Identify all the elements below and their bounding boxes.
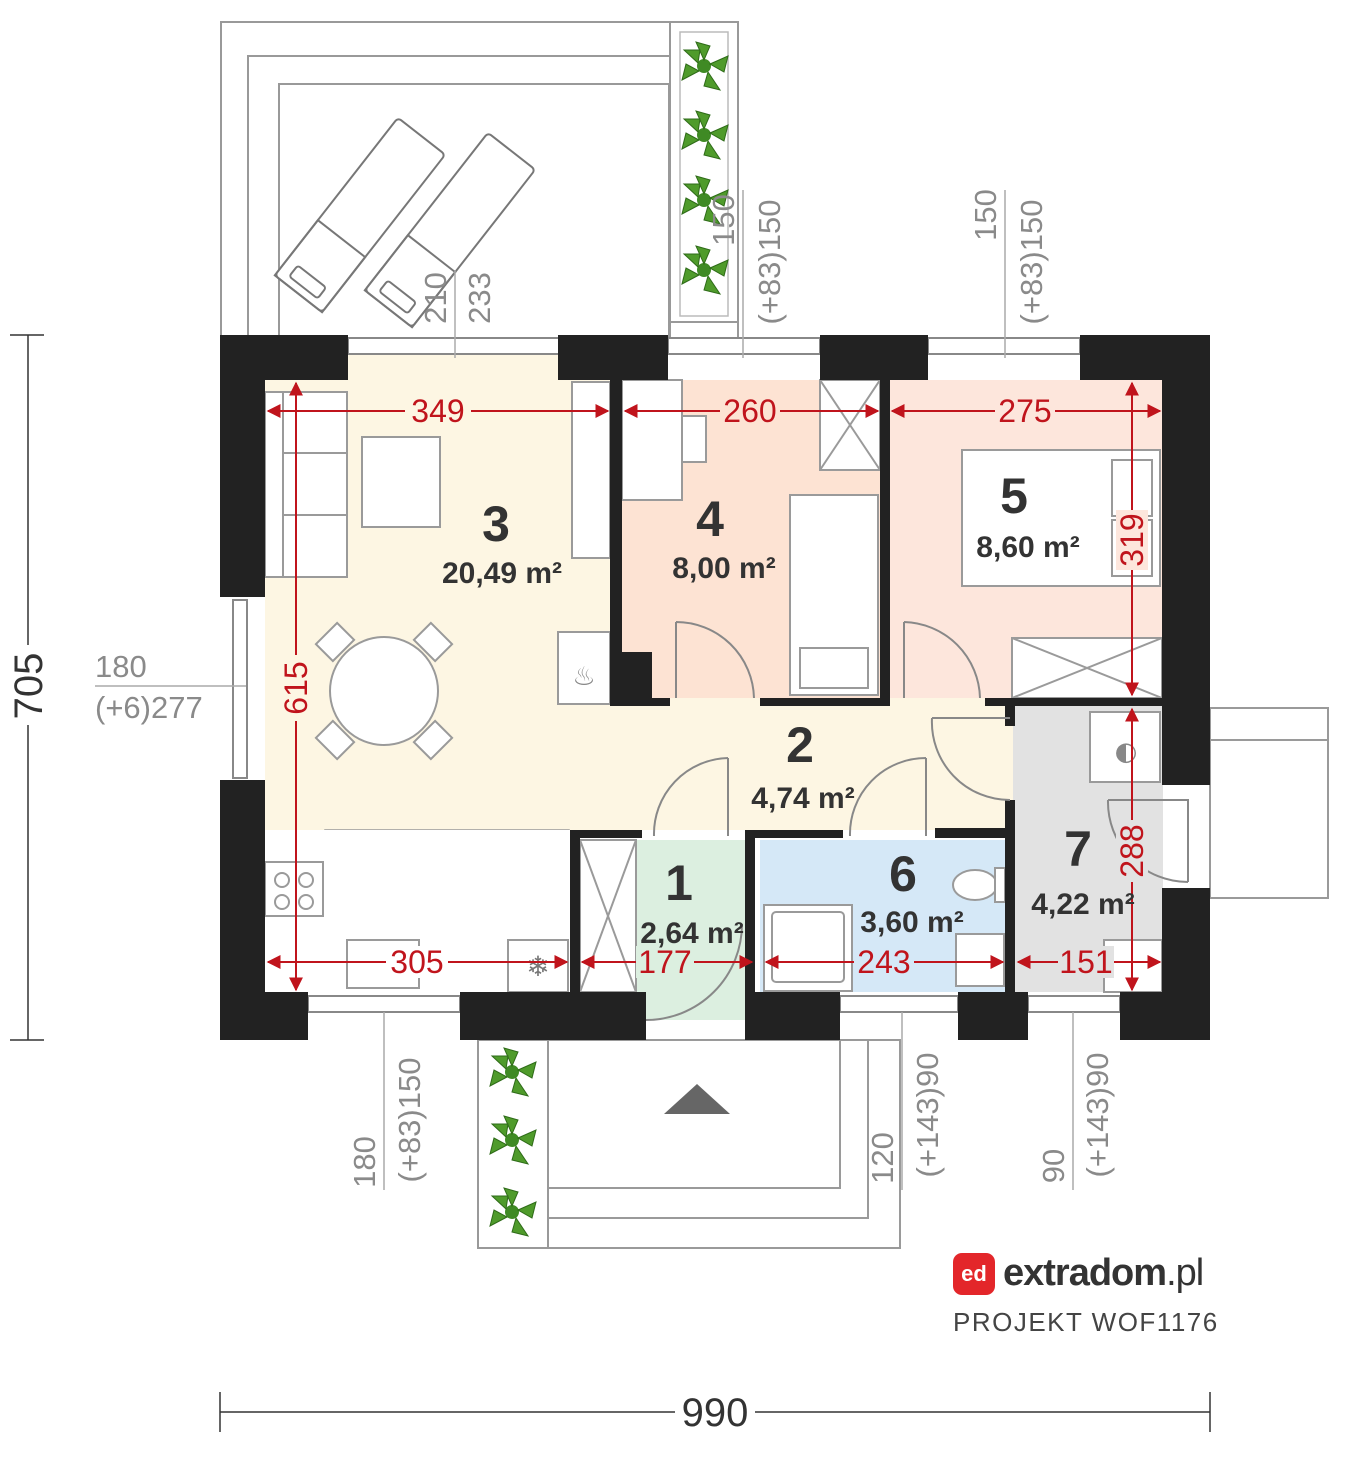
dim-room4-width: 260 — [723, 393, 776, 429]
overall-height-dim: 705 — [7, 653, 51, 720]
window-top-right-dim-a: 150 — [968, 189, 1003, 241]
room-6-number: 6 — [889, 846, 917, 902]
plant-icon — [681, 41, 729, 91]
sun-lounger-icon — [273, 118, 445, 314]
brand-name-main: extradom — [1003, 1252, 1167, 1294]
room-4-number: 4 — [696, 491, 724, 547]
dim-room7-height: 288 — [1114, 824, 1150, 877]
room-1-floor — [636, 840, 752, 1020]
window-terrace-dim-a: 210 — [418, 272, 453, 324]
extradom-logo-icon: ed — [953, 1252, 995, 1295]
dim-room1-width: 177 — [638, 944, 691, 980]
dim-room3-width: 349 — [411, 393, 464, 429]
window-dim-leaders — [95, 190, 1074, 1190]
fireplace-icon: ♨ — [572, 662, 595, 692]
window-top-mid-dim-b: (+83)150 — [752, 200, 787, 325]
dim-room6-width: 243 — [857, 944, 910, 980]
interior-walls — [570, 380, 1163, 992]
overall-width-dim: 990 — [682, 1391, 749, 1435]
room-7-number: 7 — [1064, 821, 1092, 877]
planter-bottom — [477, 1039, 549, 1249]
window-top-mid-dim-a: 150 — [706, 194, 741, 246]
window-bottom-mid-dim-b: (+143)90 — [910, 1053, 945, 1178]
brand-name-tld: .pl — [1166, 1252, 1204, 1294]
window-bottom-left-dim-a: 180 — [347, 1136, 382, 1188]
room-7-area: 4,22 m² — [1031, 888, 1134, 921]
project-code: PROJEKT WOF1176 — [953, 1307, 1219, 1337]
room-3-area: 20,49 m² — [442, 557, 562, 590]
room-1-area: 2,64 m² — [640, 917, 743, 950]
fridge-snowflake-icon: ❄ — [526, 950, 549, 983]
window-terrace-dim-b: 233 — [462, 272, 497, 324]
window-left-dim-b: (+6)277 — [95, 690, 203, 725]
boiler-flame-icon: ◐ — [1115, 737, 1138, 767]
window-bottom-right-dim-a: 90 — [1036, 1149, 1071, 1183]
window-bottom-right-dim-b: (+143)90 — [1080, 1053, 1115, 1178]
plant-icon — [489, 1047, 537, 1097]
exterior-walls — [220, 335, 1210, 1040]
window-top-right-dim-b: (+83)150 — [1014, 200, 1049, 325]
room-4-area: 8,00 m² — [672, 552, 775, 585]
room-6-area: 3,60 m² — [860, 906, 963, 939]
room-5-area: 8,60 m² — [976, 531, 1079, 564]
brand-name: extradom.pl — [1003, 1252, 1204, 1295]
overall-dim-lines — [10, 334, 1211, 1432]
dim-room5-height: 319 — [1114, 513, 1150, 566]
room-3-number: 3 — [482, 496, 510, 552]
brand-block: ed extradom.pl PROJEKT WOF1176 — [953, 1252, 1233, 1338]
window-bottom-left-dim-b: (+83)150 — [392, 1058, 427, 1183]
room-2-area: 4,74 m² — [751, 782, 854, 815]
dim-room3-height: 615 — [278, 661, 314, 714]
planter-top — [669, 21, 739, 323]
plant-icon — [681, 245, 729, 295]
window-bottom-mid-dim-a: 120 — [865, 1132, 900, 1184]
dim-room7-width: 151 — [1059, 944, 1112, 980]
room-1-number: 1 — [665, 855, 693, 911]
window-left-dim-a: 180 — [95, 649, 147, 684]
room-2-number: 2 — [786, 717, 814, 773]
dim-kitchen-width: 305 — [390, 944, 443, 980]
plant-icon — [489, 1187, 537, 1237]
plant-icon — [489, 1115, 537, 1165]
dim-room5-width: 275 — [998, 393, 1051, 429]
room-2-hall-floor — [610, 698, 1013, 830]
sun-lounger-icon — [363, 133, 535, 329]
dining-chairs — [314, 621, 454, 761]
room-5-number: 5 — [1000, 468, 1028, 524]
plant-icon — [681, 110, 729, 160]
entrance-arrow-icon — [664, 1084, 730, 1114]
